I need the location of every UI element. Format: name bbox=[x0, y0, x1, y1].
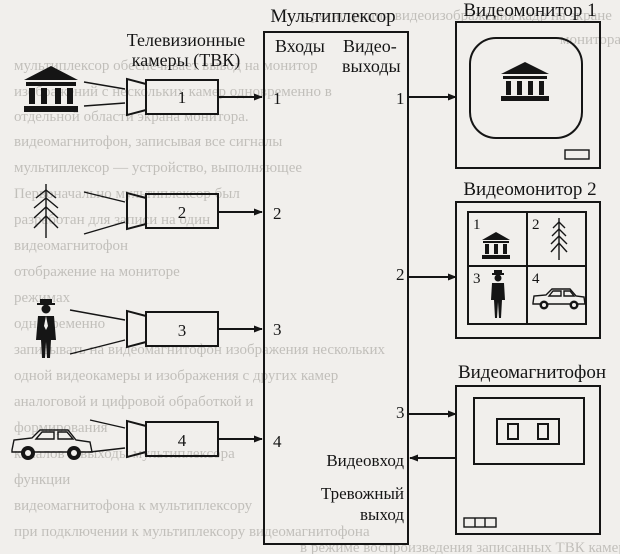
camera-3-lens bbox=[126, 309, 147, 349]
camera-3-view-ray bbox=[69, 309, 126, 321]
camera-2-lens bbox=[126, 191, 147, 231]
bleed-line: аналоговой и цифровой обработкой и bbox=[14, 394, 253, 410]
camera-1-view-ray bbox=[83, 81, 126, 90]
camera-4-number: 4 bbox=[178, 431, 187, 450]
quadrant-2-number: 2 bbox=[532, 217, 540, 233]
camera-2: 2 bbox=[83, 191, 263, 235]
recorder-reel bbox=[537, 423, 549, 440]
bleed-line: мультиплексор — устройство, выполняющее bbox=[14, 160, 302, 176]
inputs-label: Входы bbox=[275, 36, 325, 56]
monitor-1-screen bbox=[469, 37, 583, 139]
person-icon bbox=[36, 299, 56, 358]
bleed-line: отображение на мониторе bbox=[14, 264, 180, 280]
camera-1: 1 bbox=[83, 77, 263, 117]
multiplexer-title: Мультиплексор bbox=[270, 6, 395, 27]
monitor-1-frame bbox=[455, 21, 601, 169]
video-recorder: Видеомагнитофон bbox=[455, 362, 606, 535]
multiplexer-box bbox=[263, 31, 409, 545]
video-outputs-label-line2: выходы bbox=[342, 56, 401, 76]
recorder-tape-slot bbox=[473, 397, 585, 465]
camera-2-number: 2 bbox=[178, 203, 187, 222]
recorder-title: Видеомагнитофон bbox=[458, 362, 606, 383]
input-number-1: 1 bbox=[273, 89, 282, 108]
video-outputs-label-line1: Видео- bbox=[343, 36, 397, 56]
bleed-line: в режиме воспроизведения записанных ТВК … bbox=[300, 540, 620, 554]
background-bleed-text: к регистрации видеоизображения кадр на э… bbox=[14, 8, 620, 554]
input-number-3: 3 bbox=[273, 320, 282, 339]
bleed-line: разработан для записи на один bbox=[14, 212, 210, 228]
camera-1-view-ray bbox=[83, 102, 126, 107]
bleed-line: при подключении к мультиплексору видеома… bbox=[14, 524, 370, 540]
bleed-line: функции bbox=[14, 472, 70, 488]
input-number-4: 4 bbox=[273, 432, 282, 451]
quadrant-1-number: 1 bbox=[473, 217, 481, 233]
output-number-1: 1 bbox=[396, 89, 405, 108]
bleed-line: одной видеокамеры и изображения с других… bbox=[14, 368, 338, 384]
bleed-line: видеомагнитофон, записывая все сигналы bbox=[14, 134, 282, 150]
monitor-2-frame bbox=[455, 201, 601, 339]
recorder-cassette bbox=[496, 418, 560, 445]
output-number-3: 3 bbox=[396, 403, 405, 422]
alarm-output-label-line2: выход bbox=[360, 505, 404, 524]
recorder-reel bbox=[507, 423, 519, 440]
camera-1-lens bbox=[126, 77, 147, 117]
person-icon bbox=[491, 270, 505, 318]
camera-3-number: 3 bbox=[178, 321, 187, 340]
car-icon bbox=[11, 429, 93, 460]
bleed-line: к регистрации видеоизображения кадр на э… bbox=[300, 8, 612, 24]
bleed-line: видеомагнитофон bbox=[14, 238, 128, 254]
quadrant-4-number: 4 bbox=[532, 271, 540, 287]
monitor-1-title: Видеомонитор 1 bbox=[463, 0, 596, 21]
input-number-2: 2 bbox=[273, 204, 282, 223]
camera-4-view-ray bbox=[89, 419, 126, 429]
building-icon bbox=[501, 62, 549, 101]
recorder-frame bbox=[455, 385, 601, 535]
bleed-line: формирования bbox=[14, 420, 108, 436]
camera-4: 4 bbox=[89, 419, 263, 459]
output-number-2: 2 bbox=[396, 265, 405, 284]
building-icon bbox=[482, 232, 510, 259]
recorder-control-buttons bbox=[463, 517, 497, 528]
monitor-2-title: Видеомонитор 2 bbox=[463, 179, 596, 200]
bleed-line: изображений с нескольких камер одновреме… bbox=[14, 84, 332, 100]
video-input-label: Видеовход bbox=[326, 451, 404, 470]
tree-icon bbox=[33, 184, 59, 238]
camera-4-view-ray bbox=[89, 447, 126, 453]
camera-1-number: 1 bbox=[178, 88, 187, 107]
bleed-line: записывать на видеомагнитофон изображени… bbox=[14, 342, 386, 358]
camera-4-lens bbox=[126, 419, 147, 459]
video-monitor-1: Видеомонитор 1 bbox=[455, 0, 601, 169]
video-monitor-2: Видеомонитор 2 1 2 3 4 bbox=[455, 179, 601, 339]
building-icon bbox=[24, 66, 78, 112]
car-icon bbox=[532, 288, 586, 310]
bleed-line: монитора. bbox=[560, 32, 620, 48]
multiplexer: Мультиплексор Входы Видео- выходы 1 2 3 … bbox=[263, 6, 409, 545]
cameras-title-line1: Телевизионные bbox=[127, 30, 246, 50]
monitor-1-control-panel bbox=[564, 149, 590, 160]
bleed-line: мультиплексор обеспечивает вывод на мони… bbox=[14, 58, 318, 74]
bleed-line: одновременно bbox=[14, 316, 105, 332]
alarm-output-label-line1: Тревожный bbox=[321, 484, 404, 503]
quadrant-3-number: 3 bbox=[473, 271, 481, 287]
bleed-line: режимах bbox=[14, 290, 71, 306]
camera-2-view-ray bbox=[83, 191, 126, 203]
cameras-title-line2: камеры (ТВК) bbox=[132, 50, 240, 71]
tree-icon bbox=[550, 218, 568, 260]
bleed-line: видеомагнитофона к мультиплексору bbox=[14, 498, 253, 514]
camera-3-view-ray bbox=[69, 339, 126, 355]
camera-2-view-ray bbox=[83, 221, 126, 235]
camera-3: 3 bbox=[69, 309, 263, 355]
